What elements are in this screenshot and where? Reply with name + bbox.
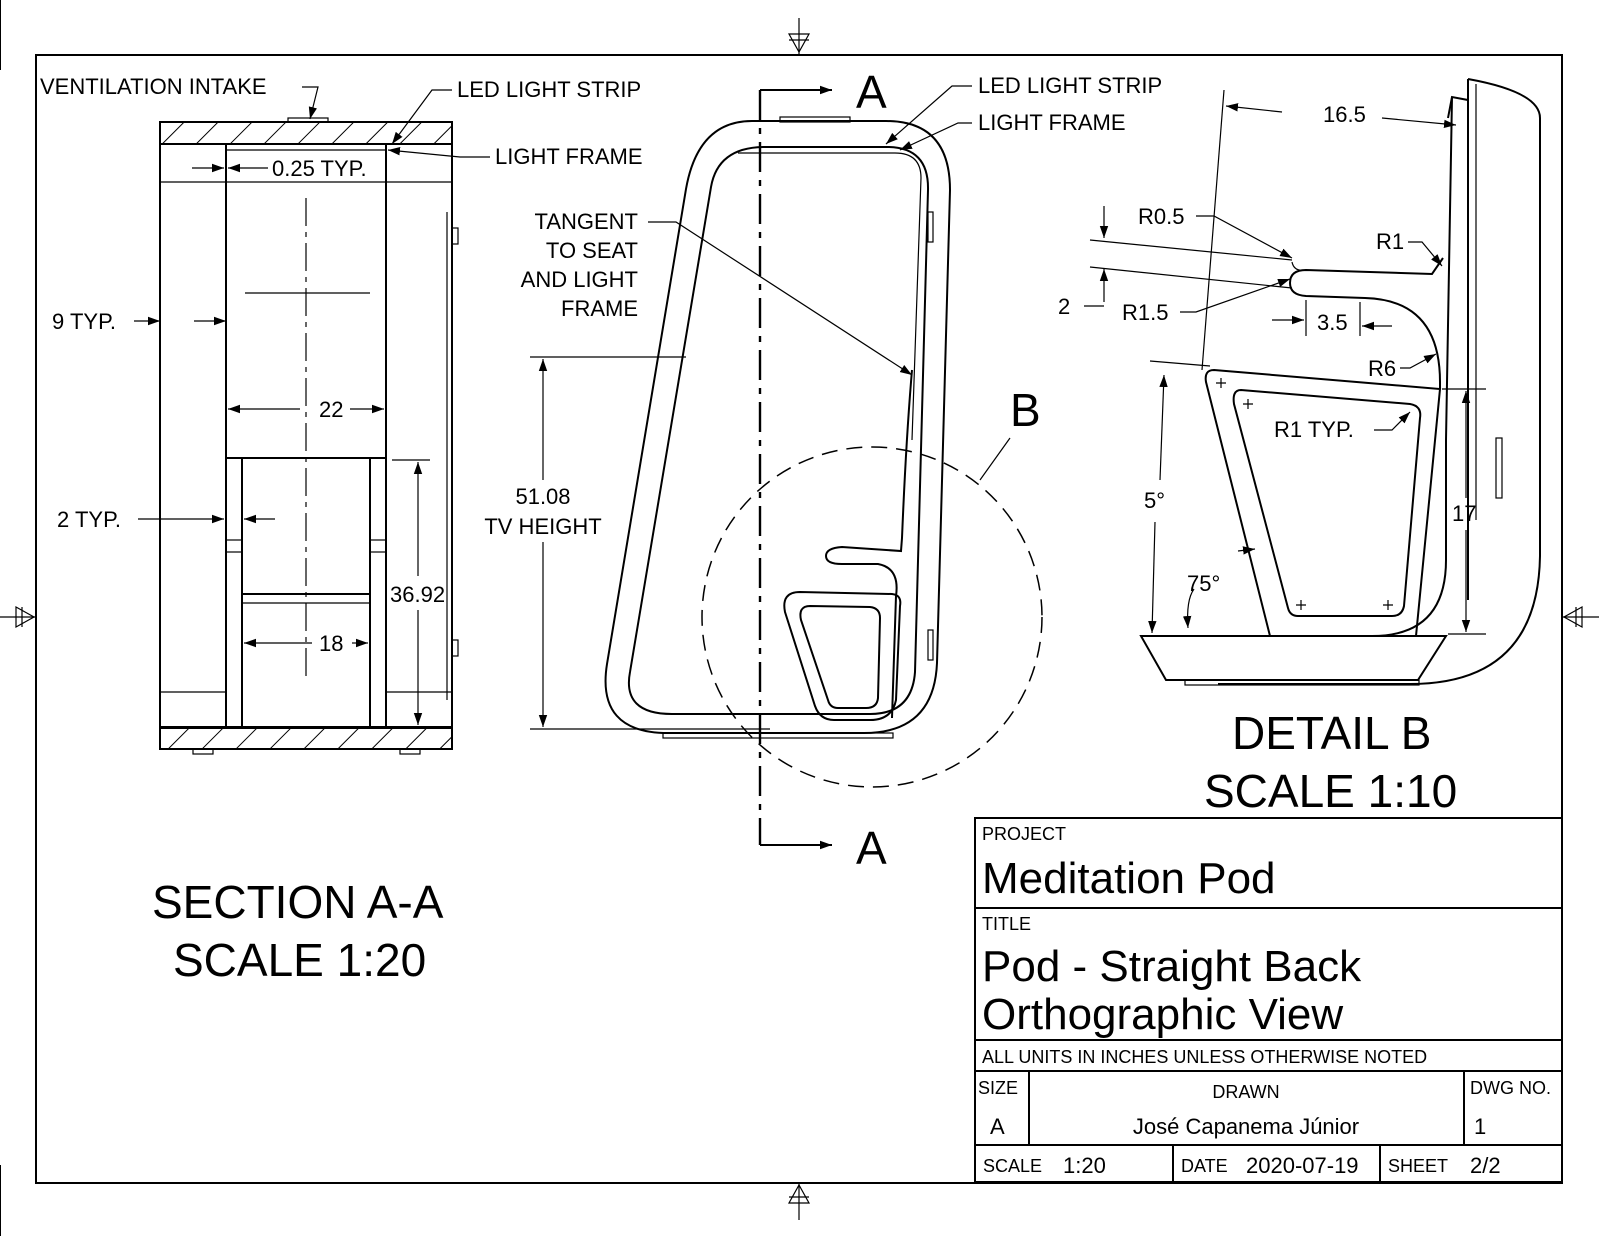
detail-title: DETAIL B: [1232, 707, 1431, 759]
svg-text:R1.5: R1.5: [1122, 300, 1168, 325]
detail-b-circle: [701, 446, 1043, 788]
scale-label: SCALE: [983, 1156, 1042, 1176]
cut-label-bottom: A: [856, 822, 887, 874]
svg-text:R1 TYP.: R1 TYP.: [1274, 417, 1354, 442]
dim-17: 17: [1442, 388, 1486, 635]
dim-0-25-typ: 0.25 TYP.: [192, 156, 367, 181]
size-value: A: [990, 1114, 1005, 1139]
size-label: SIZE: [978, 1078, 1018, 1098]
detail-back-panel: [1218, 78, 1541, 685]
section-title: SECTION A-A: [152, 876, 444, 928]
label-r6: R6: [1368, 353, 1437, 381]
label-light-frame-side: LIGHT FRAME: [899, 110, 1126, 151]
section-a-a-view: VENTILATION INTAKE LED LIGHT STRIP LIGHT…: [40, 74, 643, 986]
svg-text:3.5: 3.5: [1317, 310, 1348, 335]
detail-base-plate: [1139, 635, 1448, 681]
project-label: PROJECT: [982, 824, 1066, 844]
svg-text:5°: 5°: [1144, 488, 1165, 513]
cut-label-top: A: [856, 66, 887, 118]
svg-text:18: 18: [319, 631, 343, 656]
svg-text:36.92: 36.92: [390, 582, 445, 607]
svg-text:75°: 75°: [1187, 571, 1220, 596]
title-label: TITLE: [982, 914, 1031, 934]
svg-text:16.5: 16.5: [1323, 102, 1366, 127]
label-ventilation-intake: VENTILATION INTAKE: [40, 74, 319, 120]
title-block: PROJECT Meditation Pod TITLE Pod - Strai…: [974, 817, 1563, 1183]
detail-seat-frame: [1204, 368, 1442, 637]
svg-text:22: 22: [319, 397, 343, 422]
dim-9-typ: 9 TYP.: [52, 309, 226, 334]
svg-text:VENTILATION INTAKE: VENTILATION INTAKE: [40, 74, 267, 99]
detail-crosses: [1216, 378, 1393, 610]
date-label: DATE: [1181, 1156, 1228, 1176]
svg-text:2: 2: [1058, 294, 1070, 319]
section-scale: SCALE 1:20: [173, 934, 426, 986]
svg-text:TANGENT: TANGENT: [535, 209, 638, 234]
svg-text:LED LIGHT STRIP: LED LIGHT STRIP: [978, 73, 1162, 98]
svg-text:R0.5: R0.5: [1138, 204, 1184, 229]
side-view: A A B LED LIGHT STRIP LIGHT FRAME TANGEN…: [484, 66, 1162, 874]
detail-b-label: B: [1010, 384, 1041, 436]
dim-2-typ: 2 TYP.: [57, 507, 275, 532]
dwg-no-value: 1: [1474, 1114, 1486, 1139]
svg-text:LIGHT FRAME: LIGHT FRAME: [978, 110, 1126, 135]
svg-text:51.08: 51.08: [515, 484, 570, 509]
units-note: ALL UNITS IN INCHES UNLESS OTHERWISE NOT…: [982, 1047, 1427, 1067]
label-led-light-strip-section: LED LIGHT STRIP: [391, 77, 641, 145]
svg-text:0.25 TYP.: 0.25 TYP.: [272, 156, 367, 181]
dim-75-degree: 75°: [1182, 546, 1256, 629]
detail-scale: SCALE 1:10: [1204, 765, 1457, 817]
svg-text:2 TYP.: 2 TYP.: [57, 507, 121, 532]
dim-18: 18: [244, 631, 368, 656]
svg-text:LIGHT FRAME: LIGHT FRAME: [495, 144, 643, 169]
drawn-value: José Capanema Júnior: [1133, 1114, 1359, 1139]
zone-mark-right: [1562, 605, 1599, 629]
hatch-top: [159, 121, 453, 145]
svg-text:LED LIGHT STRIP: LED LIGHT STRIP: [457, 77, 641, 102]
zone-mark-left: [0, 605, 36, 629]
svg-text:R1: R1: [1376, 229, 1404, 254]
svg-text:9 TYP.: 9 TYP.: [52, 309, 116, 334]
date-value: 2020-07-19: [1246, 1153, 1359, 1178]
svg-text:R6: R6: [1368, 356, 1396, 381]
svg-text:TV HEIGHT: TV HEIGHT: [484, 514, 601, 539]
detail-b-view: 16.5 R0.5 R1 2 R1.5 3.5: [1058, 78, 1541, 817]
dim-tv-height: 51.08 TV HEIGHT: [484, 356, 770, 730]
label-r1-5: R1.5: [1122, 278, 1291, 325]
sheet-value: 2/2: [1470, 1153, 1501, 1178]
dim-36-92: 36.92: [390, 459, 445, 728]
dim-22: 22: [228, 397, 384, 422]
dwg-no-label: DWG NO.: [1470, 1078, 1551, 1098]
sheet-label: SHEET: [1388, 1156, 1448, 1176]
label-r0-5: R0.5: [1138, 204, 1293, 259]
project-value: Meditation Pod: [982, 854, 1276, 903]
detail-seat-cushion: [1288, 257, 1444, 389]
title-line-2: Orthographic View: [982, 990, 1343, 1039]
label-tangent-to-seat: TANGENT TO SEAT AND LIGHT FRAME: [521, 209, 913, 376]
scale-value: 1:20: [1063, 1153, 1106, 1178]
pod-inner-shell: [627, 146, 930, 715]
svg-text:AND LIGHT: AND LIGHT: [521, 267, 638, 292]
label-led-light-strip-side: LED LIGHT STRIP: [885, 73, 1162, 145]
svg-text:TO SEAT: TO SEAT: [546, 238, 638, 263]
hatch-bottom: [159, 726, 453, 750]
svg-text:17: 17: [1452, 501, 1476, 526]
label-r1-typ: R1 TYP.: [1274, 411, 1411, 442]
dim-2: 2: [1058, 206, 1293, 319]
svg-text:FRAME: FRAME: [561, 296, 638, 321]
title-line-1: Pod - Straight Back: [982, 942, 1362, 991]
zone-mark-top: [787, 18, 811, 55]
drawn-label: DRAWN: [1212, 1082, 1279, 1102]
pod-seat: [824, 369, 913, 719]
dim-16-5: 16.5: [1201, 89, 1457, 371]
label-light-frame-section: LIGHT FRAME: [387, 144, 643, 169]
seat-opening: [783, 590, 902, 721]
label-r1: R1: [1376, 229, 1443, 267]
dim-3-5: 3.5: [1272, 300, 1392, 336]
dim-5-degree: 5°: [1144, 360, 1211, 634]
zone-mark-bottom: [787, 1183, 811, 1220]
